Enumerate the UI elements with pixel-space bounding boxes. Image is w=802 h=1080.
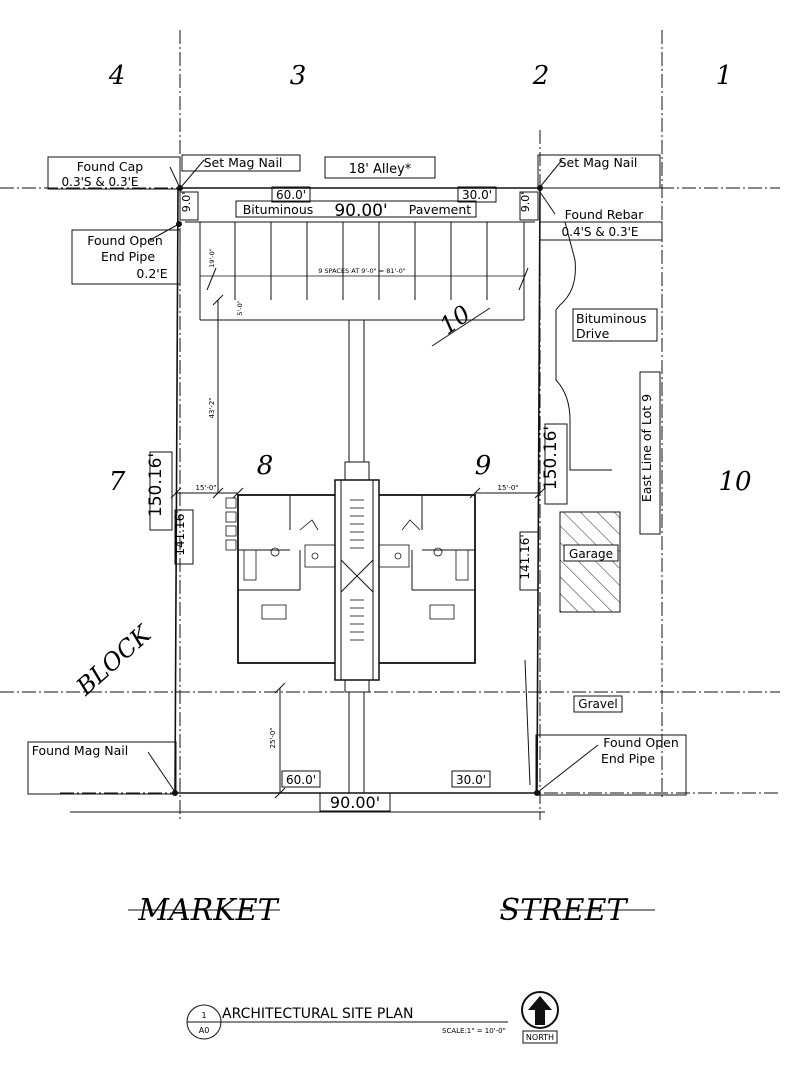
street-seg-left: 60.0'	[286, 773, 316, 787]
north-label: NORTH	[526, 1033, 554, 1042]
monument-found-open-pipe-bottom: Found Open End Pipe	[534, 734, 687, 796]
title-number: 1	[201, 1011, 206, 1020]
lot-number-2: 2	[532, 61, 550, 91]
lot-number-10-east: 10	[718, 467, 751, 497]
side-inner-left-text: 141.16'	[173, 510, 187, 555]
bituminous-drive	[555, 221, 658, 471]
street-frontage-dims: 60.0' 30.0' 90.00'	[281, 770, 491, 812]
side-setback-right: 15'-0"	[497, 484, 518, 492]
set-mag-nail-right-text: Set Mag Nail	[559, 155, 638, 170]
alley-seg-left: 60.0'	[276, 188, 306, 202]
parking-lot-underline	[431, 307, 491, 347]
building-footprint	[225, 461, 476, 693]
street-total: 90.00'	[330, 793, 380, 812]
monument-set-mag-nail-left: Set Mag Nail	[181, 154, 301, 187]
alley-label: 18' Alley*	[349, 162, 412, 177]
monument-found-cap: Found Cap 0.3'S & 0.3'E	[47, 156, 183, 191]
alley-pavement-right: Pavement	[409, 202, 472, 217]
lot-lines	[0, 30, 780, 820]
alley-offset-left: 9.0'	[180, 192, 193, 213]
gravel: Gravel	[573, 695, 623, 713]
parking-stalls	[199, 222, 529, 321]
parking-spaces-dim: 9 SPACES AT 9'-0" = 81'-0"	[318, 267, 405, 275]
title-scale: SCALE:1" = 10'-0"	[442, 1027, 506, 1035]
found-pipe-bottom-line2: End Pipe	[601, 751, 655, 766]
found-mag-nail-text: Found Mag Nail	[32, 743, 128, 758]
found-pipe-top-line1: Found Open	[87, 233, 163, 248]
found-rebar-line1: Found Rebar	[565, 207, 645, 222]
north-arrow-icon: NORTH	[521, 991, 559, 1044]
side-setback-left: 15'-0"	[195, 484, 216, 492]
alley: 18' Alley* 60.0' 30.0' Bituminous 90.00'…	[179, 156, 539, 223]
gravel-label: Gravel	[578, 697, 617, 711]
parking-depth-dim: 19'-0"	[208, 248, 216, 268]
side-dim-right: 150.16' 141.16'	[518, 423, 568, 591]
garage-label: Garage	[569, 547, 613, 561]
found-pipe-top-line2: End Pipe	[101, 249, 155, 264]
found-rebar-line2: 0.4'S & 0.3'E	[562, 225, 639, 239]
lot-number-4: 4	[108, 61, 126, 91]
monument-found-mag-nail: Found Mag Nail	[27, 741, 178, 796]
drive-label-1: Bituminous	[576, 311, 647, 326]
found-pipe-top-line3: 0.2'E	[136, 266, 167, 281]
east-line-text: East Line of Lot 9	[639, 394, 654, 502]
parking-aisle-dim: 5'-0"	[236, 300, 244, 315]
garage: Garage	[559, 511, 621, 613]
side-total-right-text: 150.16'	[541, 426, 561, 490]
title-block: 1 A0 ARCHITECTURAL SITE PLAN SCALE:1" = …	[186, 1004, 508, 1040]
drive-label-2: Drive	[576, 326, 610, 341]
property-boundary	[70, 187, 545, 813]
found-pipe-bottom-line1: Found Open	[603, 735, 679, 750]
alley-width-total: 90.00'	[334, 201, 387, 221]
street-name-b: STREET	[500, 893, 629, 928]
street-seg-right: 30.0'	[456, 773, 486, 787]
set-mag-nail-left-text: Set Mag Nail	[204, 155, 283, 170]
alley-pavement-left: Bituminous	[243, 202, 314, 217]
title-sheet: A0	[199, 1026, 210, 1035]
side-total-left-text: 150.16'	[146, 453, 166, 517]
front-setback-dim: 25'-0"	[269, 727, 277, 748]
monument-set-mag-nail-right: Set Mag Nail	[537, 154, 661, 191]
lot-number-3: 3	[290, 61, 307, 91]
lot-number-8: 8	[257, 451, 274, 481]
setback-dims	[170, 294, 546, 799]
block-label: BLOCK	[70, 619, 158, 702]
monument-found-rebar: Found Rebar 0.4'S & 0.3'E	[539, 191, 663, 241]
alley-seg-right: 30.0'	[462, 188, 492, 202]
found-cap-line2: 0.3'S & 0.3'E	[62, 175, 139, 189]
lot-number-1: 1	[716, 61, 733, 91]
east-line-label-box: East Line of Lot 9	[639, 371, 661, 535]
street-name: MARKET STREET	[128, 893, 655, 928]
monument-found-open-pipe-top: Found Open End Pipe 0.2'E	[71, 221, 182, 285]
lot-number-9: 9	[475, 451, 492, 481]
found-cap-line1: Found Cap	[77, 159, 144, 174]
street-name-a: MARKET	[137, 893, 279, 928]
setback-parking-dim: 43'-2"	[208, 397, 216, 418]
side-dim-left: 150.16' 141.16'	[146, 451, 194, 565]
title-text: ARCHITECTURAL SITE PLAN	[222, 1006, 413, 1022]
side-inner-right-text: 141.16'	[518, 534, 532, 579]
lot-number-7: 7	[109, 467, 126, 497]
alley-offset-right: 9.0'	[519, 192, 532, 213]
walkway	[348, 320, 365, 793]
